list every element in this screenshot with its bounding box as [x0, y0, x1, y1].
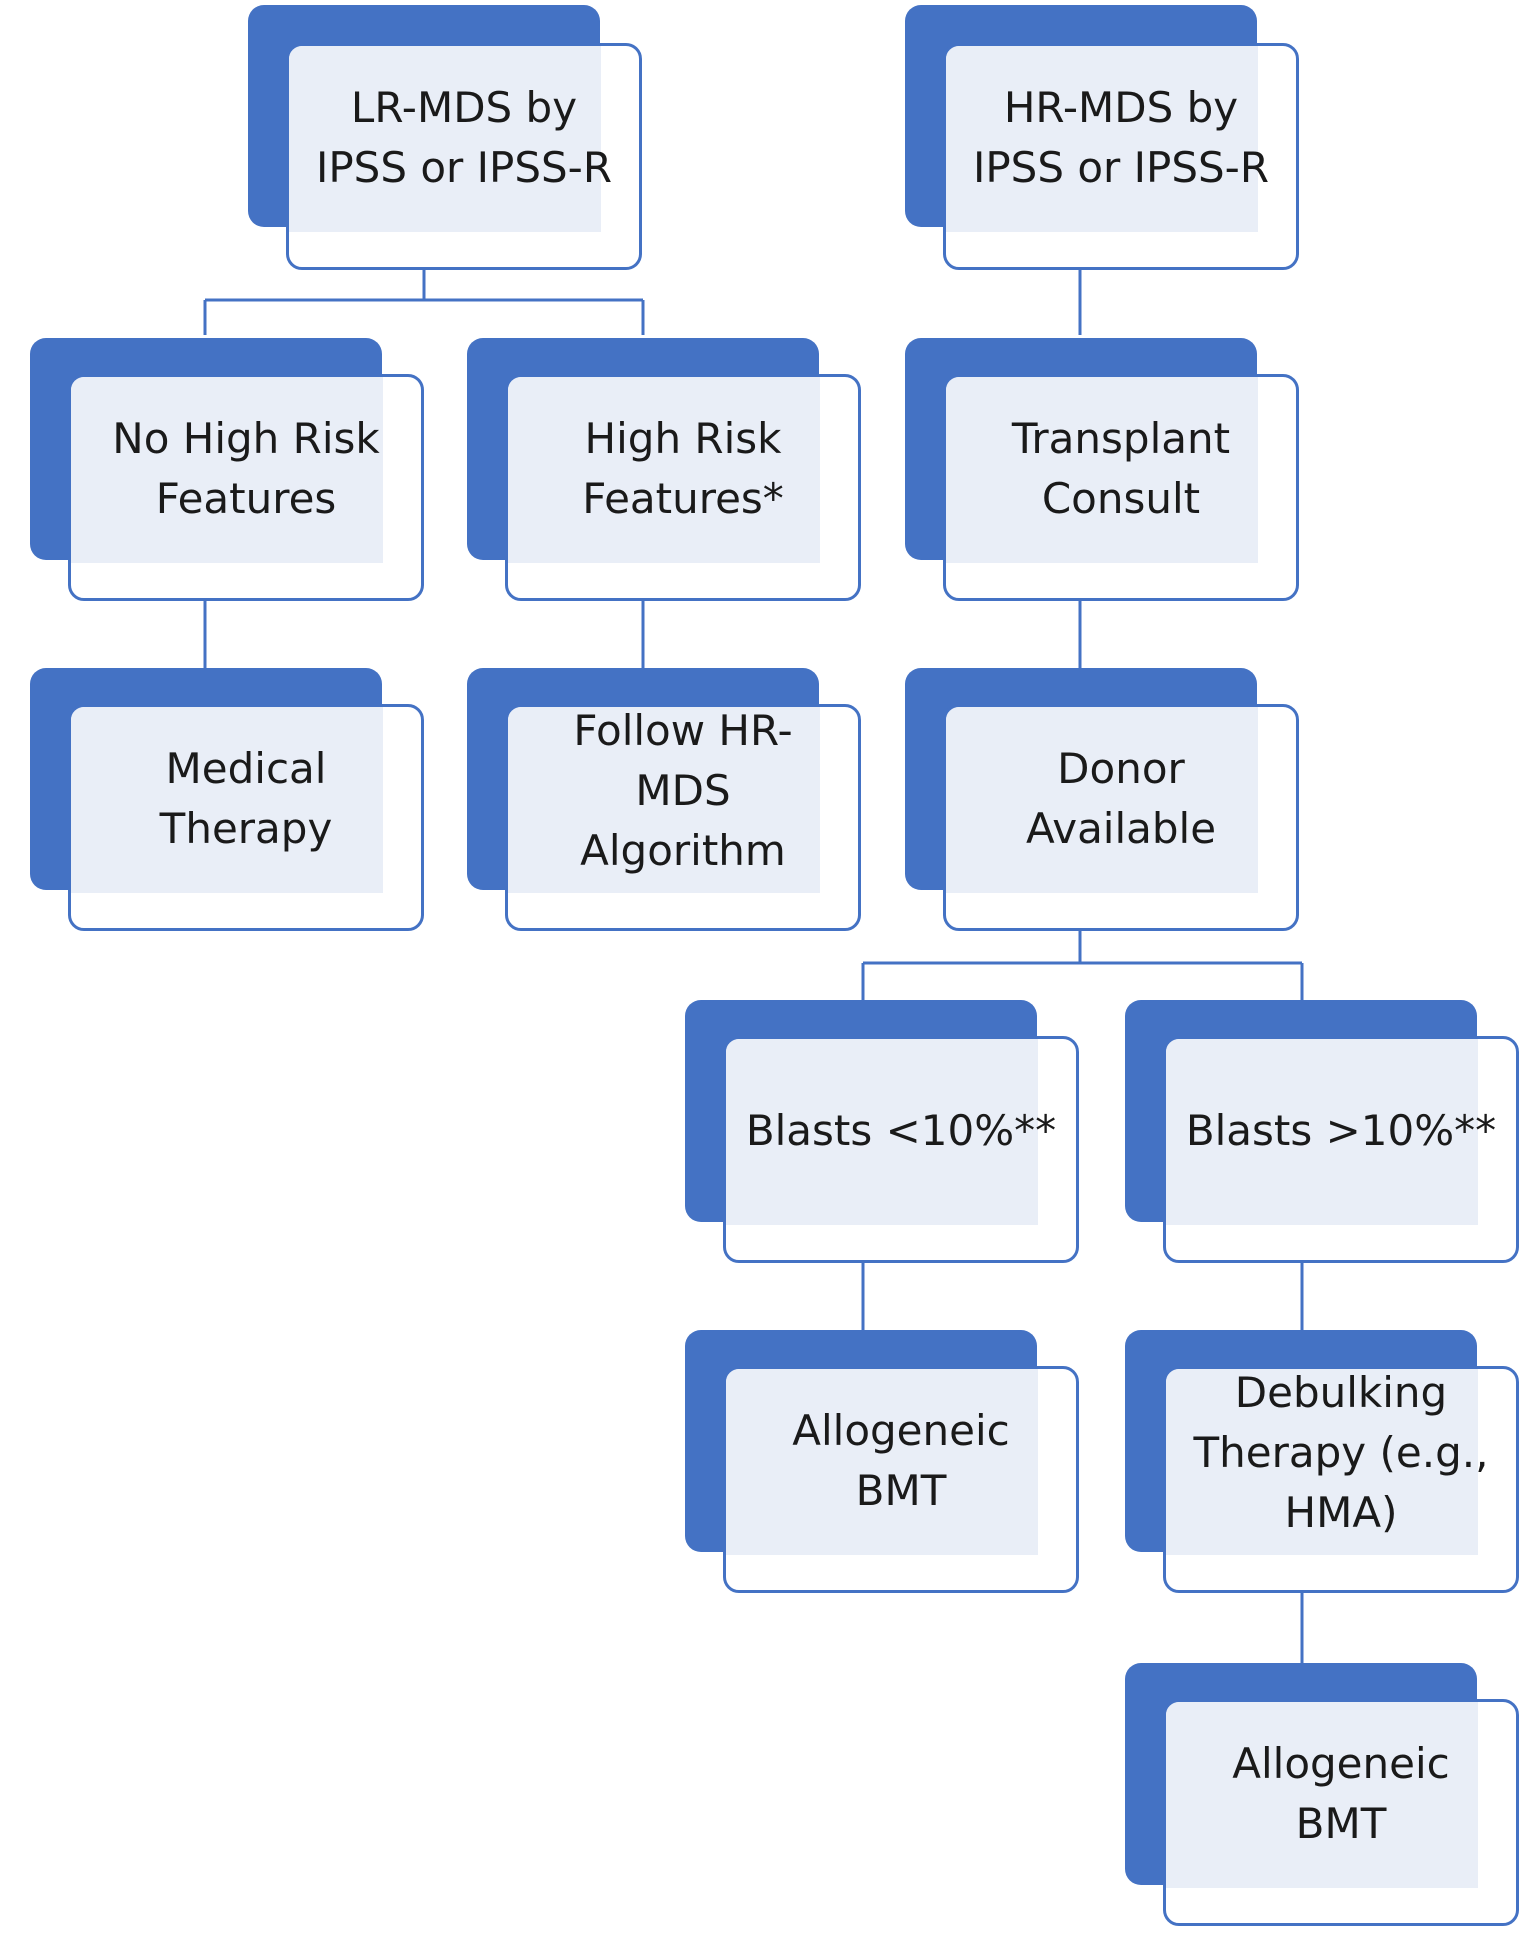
node-hr-mds-label: HR-MDS by IPSS or IPSS-R — [972, 83, 1270, 192]
node-donor-available-label: Donor Available — [1025, 744, 1217, 853]
node-follow-hr-mds-label: Follow HR- MDS Algorithm — [573, 706, 793, 875]
node-lr-mds-label: LR-MDS by IPSS or IPSS-R — [315, 83, 613, 192]
node-blasts-lt-10-label: Blasts <10%** — [745, 1106, 1057, 1155]
node-medical-therapy-label: Medical Therapy — [159, 744, 333, 853]
node-no-high-risk-label: No High Risk Features — [112, 414, 380, 523]
node-debulking-therapy-label: Debulking Therapy (e.g., HMA) — [1193, 1368, 1489, 1537]
node-high-risk-label: High Risk Features* — [582, 414, 784, 523]
node-transplant-consult-label: Transplant Consult — [1011, 414, 1231, 523]
node-allogeneic-bmt-2-label: Allogeneic BMT — [1232, 1739, 1450, 1848]
node-allogeneic-bmt-1-label: Allogeneic BMT — [792, 1406, 1010, 1515]
node-blasts-gt-10-label: Blasts >10%** — [1185, 1106, 1497, 1155]
